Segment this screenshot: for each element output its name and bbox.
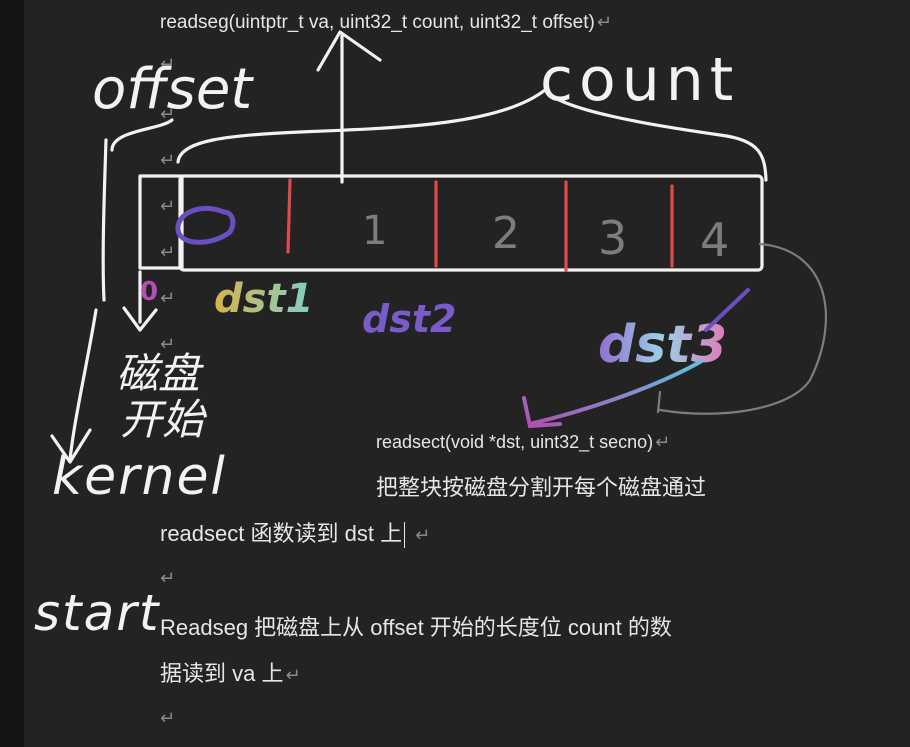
chinese-text-3: Readseg 把磁盘上从 offset 开始的长度位 count 的数: [160, 615, 672, 640]
offset-label: offset: [92, 57, 254, 122]
zero-mark: 0: [140, 277, 158, 307]
dst3-arrow: [522, 360, 702, 429]
dst2-label: dst2: [362, 297, 456, 341]
wrap-arrow: [656, 242, 828, 415]
paragraph-mark: ↵: [160, 150, 176, 170]
paragraph-mark: ↵: [285, 665, 301, 685]
chinese-line-2[interactable]: readsect 函数读到 dst 上 ↵: [160, 520, 430, 549]
dst3-connector: [704, 288, 750, 332]
readsect-signature: readsect(void *dst, uint32_t secno): [376, 432, 654, 452]
chinese-line-1[interactable]: 把整块按磁盘分割开每个磁盘通过: [376, 474, 706, 502]
paragraph-mark: ↵: [655, 432, 671, 452]
sector-divider: [286, 178, 292, 254]
count-label: count: [540, 45, 739, 115]
start-label-cn: 开始: [120, 395, 208, 444]
offset-small-box: [138, 174, 184, 270]
paragraph-mark: ↵: [415, 525, 431, 545]
kernel-down-line: [50, 308, 98, 464]
start-label: start: [34, 584, 161, 642]
paragraph-mark: ↵: [160, 54, 176, 74]
paragraph-mark: ↵: [160, 334, 176, 354]
disk-segment-rect: [178, 174, 764, 272]
pointer-up-arrow: [316, 30, 382, 184]
chinese-line-4[interactable]: 据读到 va 上↵: [160, 660, 301, 689]
sector-1-label: 1: [362, 208, 387, 254]
paragraph-mark: ↵: [160, 242, 176, 262]
offset-bracket: [110, 118, 174, 152]
dst1-label: dst1: [214, 276, 313, 322]
chinese-text-1: 把整块按磁盘分割开每个磁盘通过: [376, 475, 707, 500]
document-page[interactable]: [24, 0, 910, 747]
sector-0-mark: [175, 205, 236, 245]
paragraph-mark: ↵: [160, 568, 176, 588]
readseg-signature: readseg(uintptr_t va, uint32_t count, ui…: [160, 12, 595, 33]
chinese-text-2: readsect 函数读到 dst 上: [160, 521, 403, 546]
readseg-signature-line[interactable]: readseg(uintptr_t va, uint32_t count, ui…: [160, 8, 612, 37]
text-cursor: [404, 522, 406, 549]
sector-3-label: 3: [598, 211, 627, 265]
kernel-vertical-line: [101, 138, 108, 302]
count-brace: [176, 88, 768, 182]
disk-start-arrow: [122, 270, 158, 332]
sector-4-label: 4: [700, 213, 729, 267]
left-gutter: [0, 0, 24, 747]
kernel-label: kernel: [52, 447, 227, 507]
paragraph-mark: ↵: [596, 12, 612, 32]
dst3-label: dst3: [598, 315, 727, 375]
disk-label: 磁盘: [116, 349, 204, 398]
readsect-signature-line[interactable]: readsect(void *dst, uint32_t secno)↵: [376, 428, 670, 456]
chinese-line-3[interactable]: Readseg 把磁盘上从 offset 开始的长度位 count 的数: [160, 614, 672, 642]
chinese-text-4: 据读到 va 上: [160, 661, 284, 686]
paragraph-mark: ↵: [160, 196, 176, 216]
paragraph-mark: ↵: [160, 288, 176, 308]
paragraph-mark: ↵: [160, 708, 176, 728]
sector-2-label: 2: [492, 208, 520, 259]
